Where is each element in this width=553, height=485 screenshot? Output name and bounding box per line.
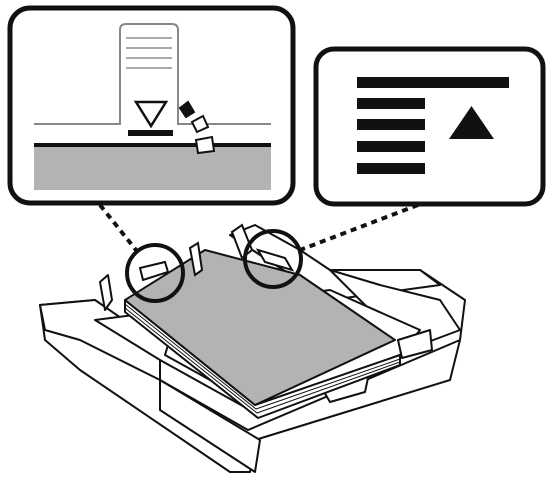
highlight-circle-left xyxy=(125,243,185,303)
callout-paper-area xyxy=(34,146,271,190)
callout-size-guide-frame xyxy=(313,46,546,207)
paper-stack-edge-lines xyxy=(124,303,401,414)
triangle-up-icon xyxy=(449,106,494,139)
callout-guide-plate xyxy=(34,23,271,125)
rear-guide-post-left xyxy=(188,241,204,277)
callout-fill-limit xyxy=(7,5,296,206)
leader-line-right xyxy=(299,203,419,252)
guide-line-2 xyxy=(357,119,425,130)
paper-stack xyxy=(124,249,401,419)
circle-details xyxy=(138,248,295,282)
emphasis-ticks-icon xyxy=(178,100,216,155)
callout-size-guide xyxy=(313,46,546,207)
guide-top-line xyxy=(357,77,509,88)
lines-with-up-triangle-icon xyxy=(357,77,509,174)
triangle-down-outline-icon xyxy=(133,100,169,129)
fill-limit-bar xyxy=(128,130,173,136)
left-circle-guide-detail xyxy=(138,260,170,282)
left-paper-guide xyxy=(99,274,113,311)
guide-line-4 xyxy=(357,163,425,174)
right-guide-latch xyxy=(397,329,433,359)
cassette-left-wall xyxy=(39,299,161,381)
callout-guide-ridges xyxy=(126,37,172,69)
guide-line-1 xyxy=(357,98,425,109)
cassette-front-lip xyxy=(159,379,261,473)
leader-line-left xyxy=(98,203,142,257)
guide-line-3 xyxy=(357,141,425,152)
highlight-circle-right xyxy=(243,229,303,289)
right-circle-guide-detail xyxy=(255,248,295,272)
highlight-circles xyxy=(125,229,303,303)
